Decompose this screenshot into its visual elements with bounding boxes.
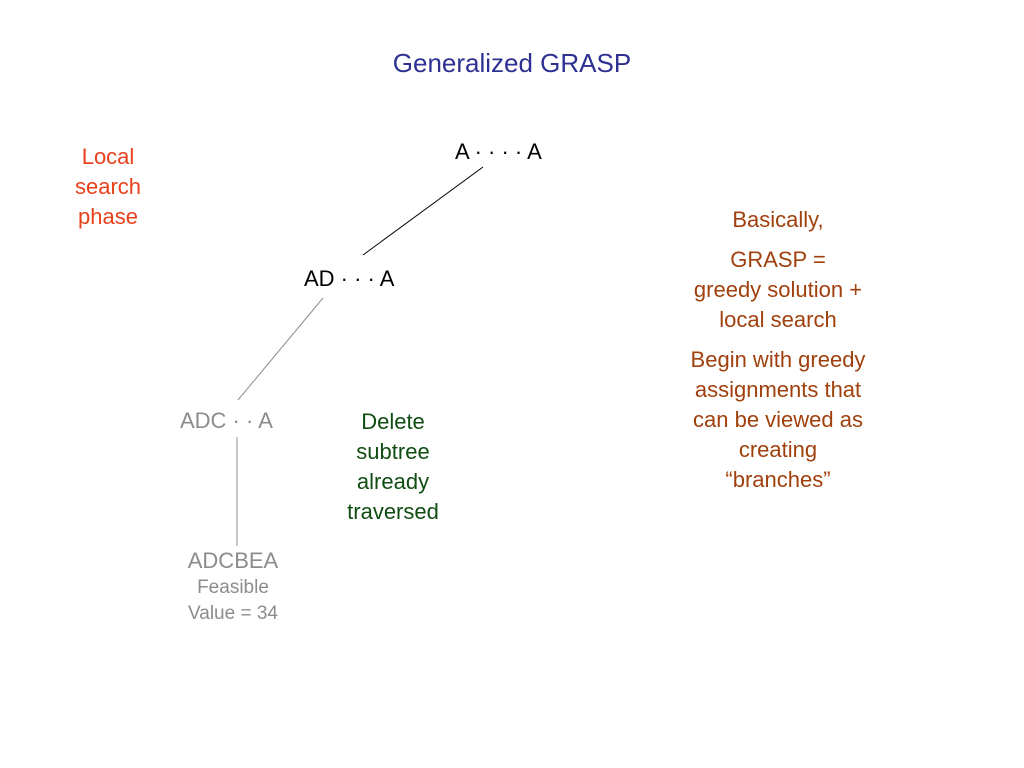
tree-node-leaf: ADCBEA Feasible Value = 34 — [168, 548, 298, 628]
edge-ad-to-adc — [237, 297, 324, 401]
delete-subtree-line: traversed — [347, 499, 439, 524]
delete-subtree-note: Delete subtree already traversed — [323, 407, 463, 527]
tree-node-ad: AD · · · A — [304, 266, 395, 291]
local-search-line: Local — [81, 144, 135, 169]
delete-subtree-line: subtree — [356, 439, 430, 464]
delete-subtree-line: Delete — [361, 409, 425, 434]
slide-title: Generalized GRASP — [392, 48, 632, 78]
local-search-line: search — [74, 174, 142, 199]
leaf-value: Value = 34 — [188, 603, 278, 624]
delete-subtree-line: already — [356, 469, 430, 494]
tree-node-adc: ADC · · A — [180, 408, 273, 433]
leaf-status: Feasible — [197, 577, 269, 598]
grasp-explanation: Basically, GRASP = greedy solution + loc… — [658, 205, 898, 505]
tree-node-root: A · · · · A — [455, 139, 542, 164]
local-search-label: Local search phase — [48, 142, 168, 232]
local-search-line: phase — [78, 204, 138, 229]
leaf-label: ADCBEA — [187, 548, 279, 573]
begin-with-greedy: Begin with greedy assignments that can b… — [690, 347, 866, 492]
edge-root-to-ad — [362, 166, 484, 256]
grasp-definition: GRASP = greedy solution + local search — [693, 247, 863, 332]
basically-text: Basically, — [732, 207, 824, 232]
